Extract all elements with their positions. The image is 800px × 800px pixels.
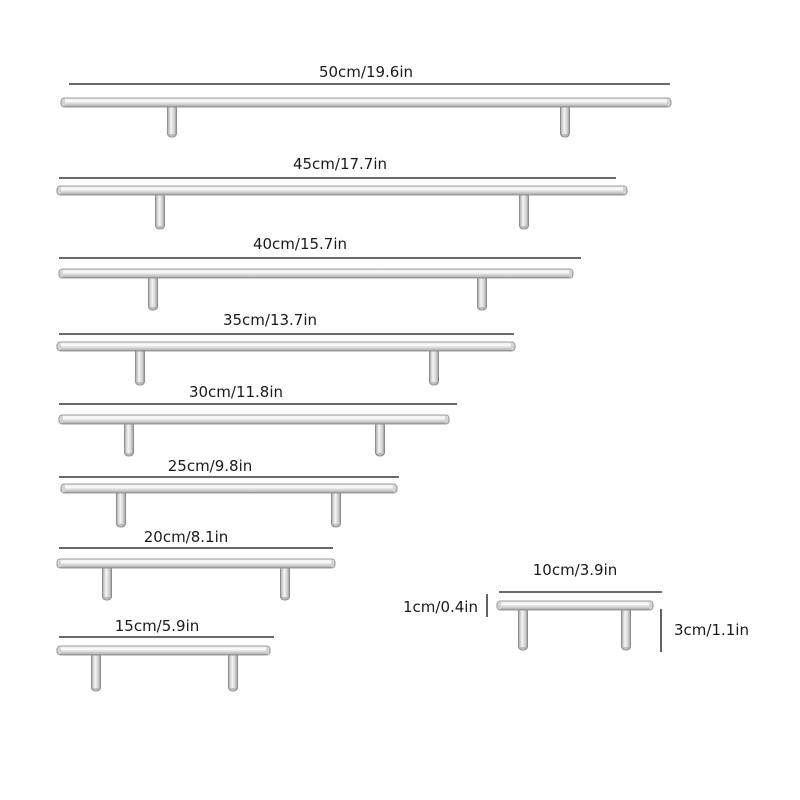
length-label: 35cm/13.7in xyxy=(223,311,317,329)
length-label: 25cm/9.8in xyxy=(168,457,253,475)
handle-leg xyxy=(560,104,570,138)
handle-bar xyxy=(60,97,672,108)
diameter-dimension-label: 1cm/0.4in xyxy=(403,598,478,616)
length-label: 20cm/8.1in xyxy=(144,528,229,546)
handle-leg xyxy=(124,421,134,457)
handle-leg xyxy=(228,652,238,692)
length-label: 10cm/3.9in xyxy=(533,561,618,579)
handle-leg xyxy=(429,348,439,386)
height-dimension: 3cm/1.1in xyxy=(660,609,749,652)
length-label: 15cm/5.9in xyxy=(115,617,200,635)
handle-leg xyxy=(102,565,112,601)
handle-4: 35cm/13.7in xyxy=(56,311,516,386)
handle-leg xyxy=(375,421,385,457)
height-dimension-label: 3cm/1.1in xyxy=(674,621,749,639)
handle-bar xyxy=(58,268,574,279)
handle-5: 30cm/11.8in xyxy=(58,383,457,457)
handle-leg xyxy=(91,652,101,692)
handle-bar xyxy=(56,185,628,196)
handle-leg xyxy=(167,104,177,138)
handle-bar xyxy=(56,341,516,352)
length-label: 50cm/19.6in xyxy=(319,63,413,81)
handle-bar xyxy=(58,414,450,425)
length-label: 30cm/11.8in xyxy=(189,383,283,401)
handle-2: 45cm/17.7in xyxy=(56,155,628,230)
handle-8: 15cm/5.9in xyxy=(56,617,274,692)
handle-leg xyxy=(116,490,126,528)
handle-leg xyxy=(280,565,290,601)
handle-bar xyxy=(56,645,271,656)
handle-7: 20cm/8.1in xyxy=(56,528,336,601)
handle-1: 50cm/19.6in xyxy=(60,63,672,138)
handle-6: 25cm/9.8in xyxy=(59,457,399,528)
handle-leg xyxy=(155,192,165,230)
handle-leg xyxy=(519,192,529,230)
handle-leg xyxy=(621,607,631,651)
handle-leg xyxy=(148,275,158,311)
handle-bar xyxy=(496,600,654,611)
length-label: 40cm/15.7in xyxy=(253,235,347,253)
length-label: 45cm/17.7in xyxy=(293,155,387,173)
diameter-dimension: 1cm/0.4in xyxy=(403,594,488,617)
handle-leg xyxy=(477,275,487,311)
handle-leg xyxy=(518,607,528,651)
handle-9: 10cm/3.9in xyxy=(496,561,662,651)
handle-bar xyxy=(60,483,398,494)
handle-leg xyxy=(135,348,145,386)
handle-3: 40cm/15.7in xyxy=(58,235,581,311)
handle-leg xyxy=(331,490,341,528)
handle-bar xyxy=(56,558,336,569)
